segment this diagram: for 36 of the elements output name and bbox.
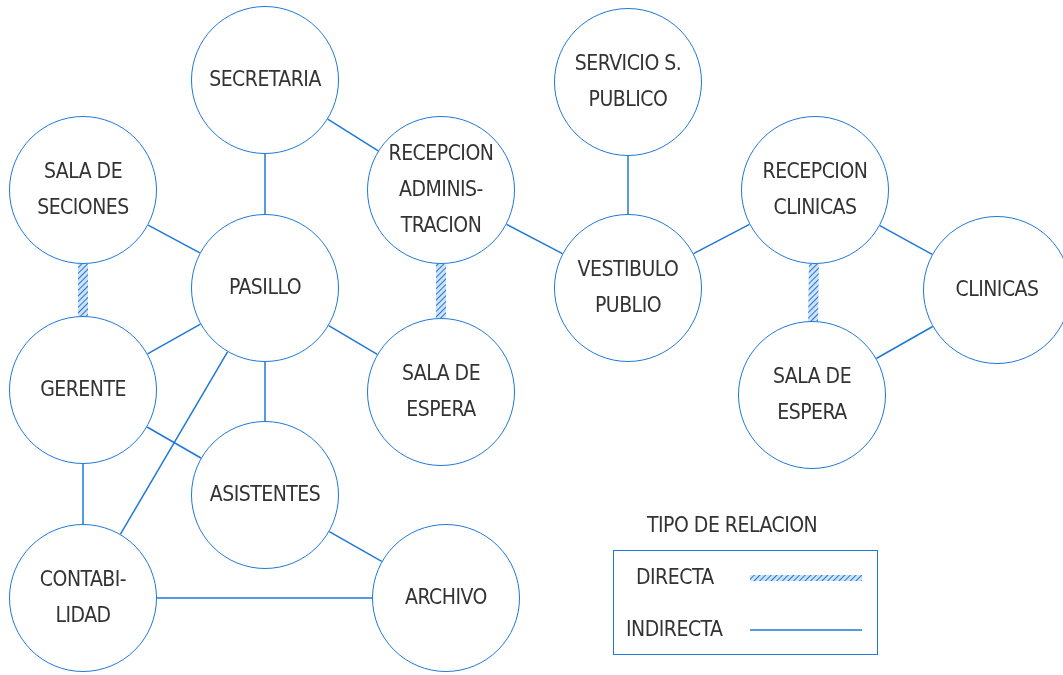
node-label: SALA DE ESPERA xyxy=(771,363,853,426)
connector-line xyxy=(156,597,373,599)
connector-line xyxy=(505,223,564,255)
legend-title: TIPO DE RELACION xyxy=(647,513,818,537)
connector-line xyxy=(264,153,266,215)
connector-line xyxy=(327,324,379,356)
node-label: PASILLO xyxy=(227,274,303,302)
node-label: SALA DE SECIONES xyxy=(36,158,130,221)
connector-line xyxy=(879,224,933,256)
node-label: RECEPCION CLINICAS xyxy=(761,158,869,221)
hatched-connector xyxy=(808,263,819,322)
connector-line xyxy=(147,224,201,254)
node-label: ASISTENTES xyxy=(208,481,322,509)
connector-line xyxy=(692,223,751,255)
connector-line xyxy=(328,530,383,563)
legend-label: DIRECTA xyxy=(636,565,714,589)
node-label: GERENTE xyxy=(39,376,127,404)
node-label: SERVICIO S. PUBLICO xyxy=(573,50,683,113)
node-label: CONTABI- LIDAD xyxy=(38,566,128,629)
node-label: RECEPCION ADMINIS- TRACION xyxy=(387,140,495,239)
connector-line xyxy=(875,325,934,360)
connector-line xyxy=(146,323,202,355)
node-label: ARCHIVO xyxy=(404,584,488,612)
connector-line xyxy=(627,155,629,215)
connector-line xyxy=(264,361,266,422)
node-label: CLINICAS xyxy=(954,276,1040,304)
hatched-connector xyxy=(78,264,88,316)
connector-line xyxy=(82,463,84,525)
node-label: VESTIBULO PUBLIO xyxy=(576,256,680,319)
legend-label: INDIRECTA xyxy=(626,617,723,641)
node-label: SALA DE ESPERA xyxy=(400,360,482,423)
connector-line xyxy=(146,426,202,459)
connector-line xyxy=(119,351,229,535)
connector-line xyxy=(327,118,379,152)
node-label: SECRETARIA xyxy=(208,66,322,94)
hatched-connector xyxy=(436,264,446,318)
